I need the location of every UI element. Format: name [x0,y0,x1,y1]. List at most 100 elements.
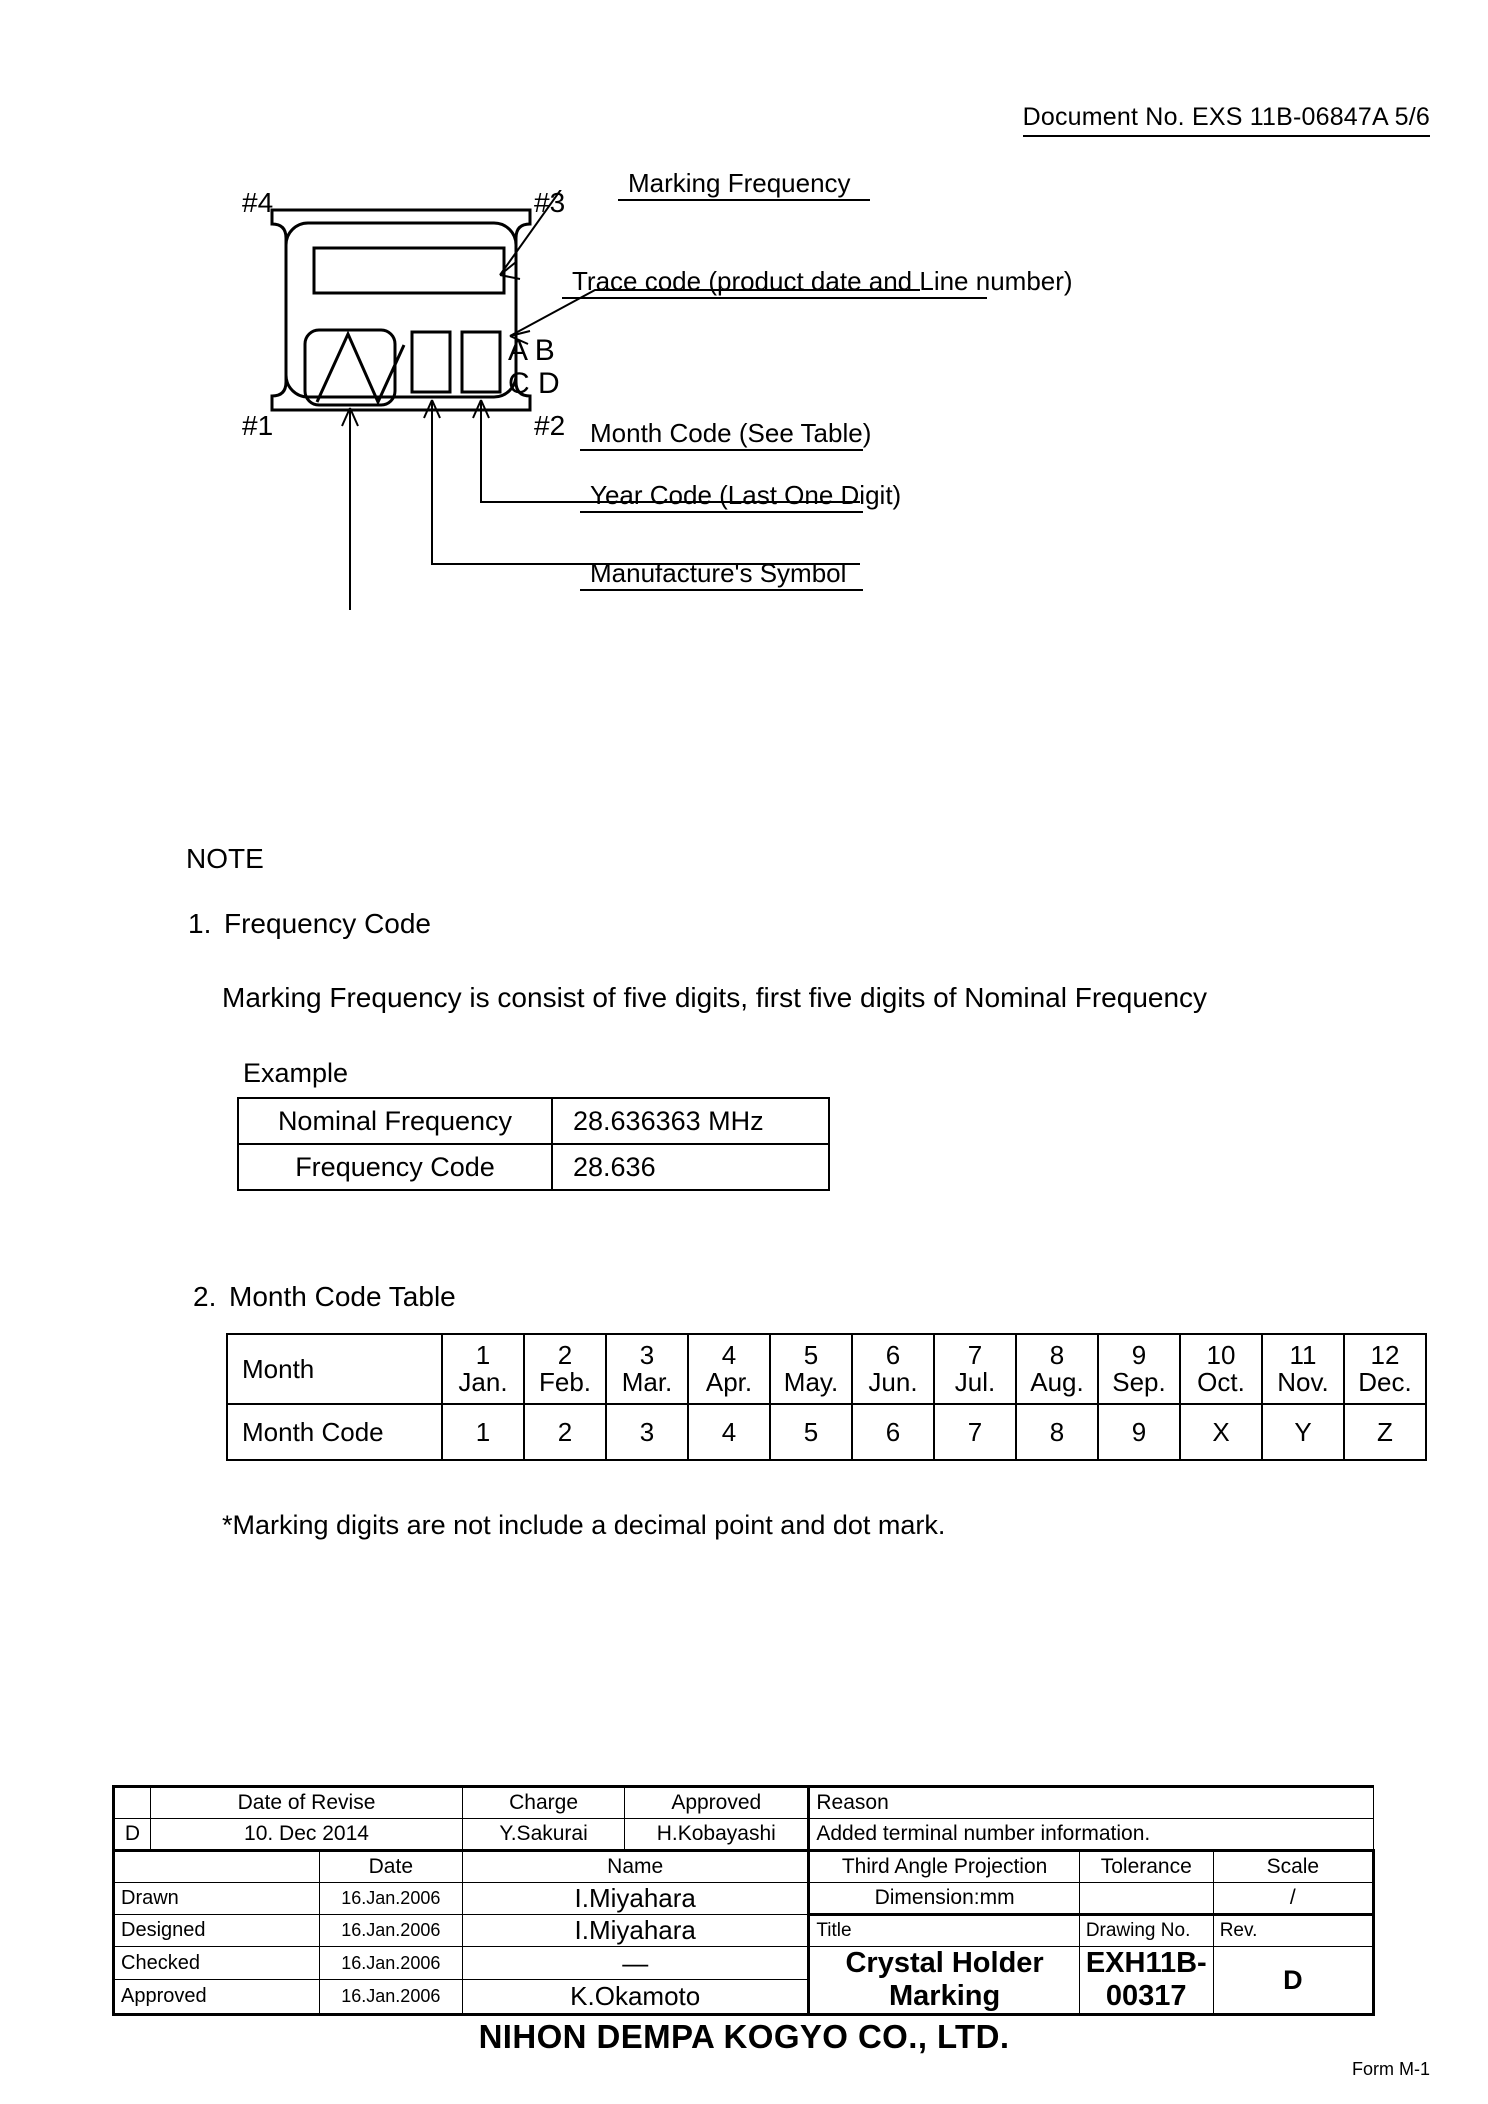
month-code-cell-3: 3 [605,1403,689,1461]
leader-marking-frequency [499,190,562,276]
year-code-box [410,330,452,394]
month-num: 8 [1049,1339,1065,1370]
ndk-zigzag-symbol [315,330,406,406]
arrowhead-month-code [472,399,490,419]
holder-outer-flange [270,208,532,412]
sign-name-checked: — [462,1945,810,1981]
month-code-cell-6: 6 [851,1403,935,1461]
month-abbr: Aug. [1030,1367,1084,1397]
month-num: 1 [475,1339,491,1370]
projection-value: Dimension:mm [807,1882,1080,1915]
sign-name-designed: I.Miyahara [462,1914,810,1947]
callout-year-code: Year Code (Last One Digit) [580,480,1280,513]
sign-name-drawn: I.Miyahara [462,1882,810,1915]
date-of-revise-header: Date of Revise [149,1785,464,1819]
pin-label-4: #4 [242,190,273,218]
tolerance-header: Tolerance [1078,1850,1214,1883]
example-frequency-code-key: Frequency Code [237,1143,553,1191]
callout-manufacturer-symbol-label: Manufacture's Symbol [590,558,847,588]
title-block-table: Date of Revise Charge Approved Reason D … [112,1785,1376,2016]
month-abbr: May. [783,1367,839,1397]
rev-value: D [1212,1946,1376,2016]
month-num: 4 [721,1339,737,1370]
month-abbr: Mar. [621,1367,673,1397]
callout-month-code-underline [580,449,863,451]
projection-header: Third Angle Projection [807,1850,1080,1883]
sign-date-approved: 16.Jan.2006 [318,1979,464,2016]
scale-header: Scale [1212,1850,1376,1883]
rev-label: Rev. [1212,1913,1376,1947]
revise-charge: Y.Sakurai [462,1818,626,1852]
table-row: Nominal Frequency 28.636363 MHz [237,1097,830,1145]
month-num: 12 [1370,1339,1400,1370]
arrowhead-year-code [423,399,441,419]
document-number-header: Document No. EXS 11B-06847A 5/6 [1022,103,1430,137]
title-value: Crystal Holder Marking [807,1946,1080,2016]
example-nominal-frequency-value: 28.636363 MHz [551,1097,830,1145]
month-abbr: Apr. [705,1367,753,1397]
month-num: 3 [639,1339,655,1370]
callout-trace-code: Trace code (product date and Line number… [562,266,1302,299]
table-row-month-code: Month Code 1 2 3 4 5 6 7 8 9 X Y Z [226,1403,1427,1461]
example-nominal-frequency-key: Nominal Frequency [237,1097,553,1145]
company-name: NIHON DEMPA KOGYO CO., LTD. [478,2018,1010,2055]
title-label: Title [807,1913,1080,1947]
month-abbr: Jun. [868,1367,918,1397]
leader-year-code [431,400,860,565]
leader-manufacturer-symbol [349,408,351,610]
month-code-cell-9: 9 [1097,1403,1181,1461]
month-abbr: Jan. [458,1367,508,1397]
example-frequency-code-value: 28.636 [551,1143,830,1191]
callout-trace-code-underline [562,297,987,299]
holder-body [284,221,518,399]
month-abbr: Feb. [538,1367,592,1397]
callout-marking-frequency: Marking Frequency [618,168,1298,201]
sign-header-blank [112,1850,320,1883]
callout-month-code-label: Month Code (See Table) [590,418,872,448]
sign-role-approved: Approved [112,1979,320,2016]
trace-code-line2: C D [508,367,560,400]
month-num: 9 [1131,1339,1147,1370]
arrowhead-trace-code [509,330,531,345]
month-abbr: Sep. [1112,1367,1166,1397]
note-item-2-heading: 2.Month Code Table [193,1281,456,1313]
month-code-cell-12: Z [1343,1403,1427,1461]
approved-header: Approved [624,1785,810,1819]
month-num: 5 [803,1339,819,1370]
month-code-cell-8: 8 [1015,1403,1099,1461]
month-code-cell-1: 1 [441,1403,525,1461]
revise-reason: Added terminal number information. [807,1818,1374,1852]
month-code-cell-4: 4 [687,1403,771,1461]
charge-header: Charge [462,1785,626,1819]
month-abbr: Jul. [954,1367,996,1397]
sign-row-checked: Checked 16.Jan.2006 — Crystal Holder Mar… [112,1945,1376,2016]
revision-data-row: D 10. Dec 2014 Y.Sakurai H.Kobayashi Add… [112,1818,1374,1852]
callout-year-code-label: Year Code (Last One Digit) [590,480,902,510]
callout-marking-frequency-underline [618,199,870,201]
revision-header-row: Date of Revise Charge Approved Reason [112,1785,1374,1819]
month-num: 11 [1289,1339,1317,1370]
sign-row-drawn: Drawn 16.Jan.2006 I.Miyahara Dimension:m… [112,1882,1376,1915]
sign-header-date: Date [318,1850,464,1883]
note-footnote: *Marking digits are not include a decima… [222,1510,946,1540]
month-num: 10 [1206,1339,1236,1370]
drawing-no-label: Drawing No. [1078,1913,1214,1947]
month-abbr: Dec. [1358,1367,1412,1397]
note-item-1-heading: 1.Frequency Code [188,908,431,940]
reason-header: Reason [807,1785,1374,1819]
note-item-2-title: Month Code Table [229,1281,456,1312]
leader-trace-code [509,289,920,337]
sign-header-row: Date Name Third Angle Projection Toleran… [112,1850,1376,1883]
